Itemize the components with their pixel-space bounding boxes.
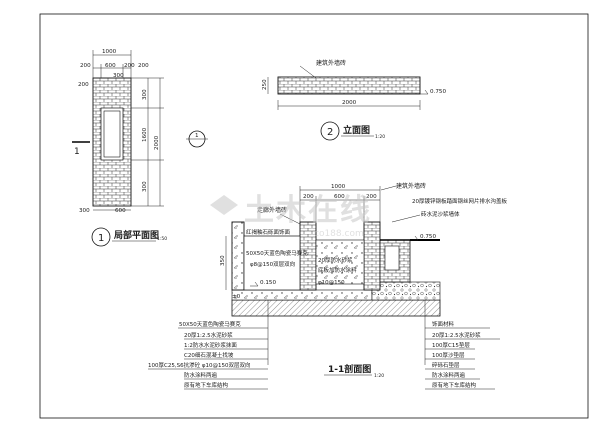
section-scale: 1:20 <box>374 373 384 379</box>
plan-title: 局部平面图 <box>114 229 159 241</box>
section-label-tile-line: 50X50天蓝色陶瓷马赛克 <box>246 249 308 257</box>
section-view: 1000 200 600 200 0.750 0.150 ±0 350 建筑外墙… <box>220 182 507 379</box>
section-label-sealant: 底板加防水涂料 <box>318 266 357 274</box>
section-notes-left: 50X50天蓝色陶瓷马赛克 20厚1:2.5水泥砂浆 1:2防水水泥砂浆抹面 C… <box>148 320 268 390</box>
plan-dim-top-a: 200 <box>80 63 91 69</box>
plan-dim-top-e: 200 <box>138 63 149 69</box>
plan-dim-top-total: 1000 <box>102 49 117 55</box>
note-left-0: 50X50天蓝色陶瓷马赛克 <box>179 320 241 328</box>
section-left-dim: 350 <box>220 255 226 266</box>
drawing-border <box>39 13 589 419</box>
section-dim-total: 1000 <box>331 184 346 190</box>
plan-callout-number: 1 <box>195 133 199 139</box>
plan-dim-bottom-a: 300 <box>79 208 90 214</box>
section-label-corridor-wall: 走廊外墙砖 <box>257 206 287 214</box>
section-label-wall-brick: 建筑外墙砖 <box>396 182 426 190</box>
plan-dim-top-c: 200 <box>124 63 135 69</box>
plan-dim-top-d: 300 <box>113 73 124 79</box>
elevation-scale: 1:20 <box>375 134 385 140</box>
note-left-1: 20厚1:2.5水泥砂浆 <box>184 331 233 339</box>
note-left-5: 防水涂料两遍 <box>184 371 218 379</box>
section-dim-c: 200 <box>366 194 377 200</box>
plan-dim-top-b: 600 <box>105 63 116 69</box>
elevation-wall-label: 建筑外墙砖 <box>316 59 346 67</box>
section-level-left: 0.150 <box>260 280 276 286</box>
plan-index-number: 1 <box>98 233 104 244</box>
section-dim-b: 600 <box>334 194 345 200</box>
note-right-5: 防水涂料两遍 <box>432 371 466 379</box>
note-right-4: 碎砾石垫层 <box>432 361 460 369</box>
section-label-glaze-tile: 红褐釉石砾面饰面 <box>246 228 291 236</box>
elevation-height-dim: 250 <box>262 79 268 90</box>
elevation-title: 立面图 <box>343 124 370 136</box>
section-label-center-rebar: φ10@150 <box>318 280 345 286</box>
plan-section-mark: 1 <box>74 147 80 157</box>
plan-scale: 1:50 <box>157 236 167 242</box>
section-label-mortar-wall: 砖水泥沙浆墙体 <box>421 210 460 218</box>
watermark-text: 土木在线 <box>244 193 372 228</box>
elevation-index-circle <box>320 121 340 141</box>
note-left-4: 100厚C25,S6抗渗砼 φ10@150双层双向 <box>148 361 250 369</box>
plan-dim-right-top: 300 <box>142 89 148 100</box>
elevation-index-number: 2 <box>327 127 333 138</box>
section-dim-a: 200 <box>303 194 314 200</box>
section-level-bottom: ±0 <box>232 294 241 300</box>
plan-dim-right-mid: 1600 <box>142 127 148 142</box>
section-label-waterproof: 20厚防水砂浆 <box>318 256 353 264</box>
plan-dim-left: 200 <box>78 82 89 88</box>
note-right-0: 饰面材料 <box>432 320 455 328</box>
note-left-3: C20细石混凝土找坡 <box>184 351 234 359</box>
watermark-sub: co188.com <box>314 229 364 239</box>
section-label-roof: 20厚镀锌钢板踏面钢丝网片排水沟盖板 <box>412 197 507 205</box>
plan-view: 1000 200 600 200 300 200 300 1600 2000 3… <box>72 49 208 247</box>
note-right-1: 20厚1:2.5水泥砂浆 <box>432 331 481 339</box>
plan-index-circle <box>91 227 111 247</box>
note-right-2: 100厚C15垫层 <box>432 341 470 349</box>
section-level-right: 0.750 <box>420 234 436 240</box>
watermark: 土木在线 co188.com <box>210 193 372 239</box>
plan-dim-right-bottom: 300 <box>142 181 148 192</box>
note-right-3: 100厚沙垫层 <box>432 351 465 359</box>
elevation-view: 建筑外墙砖 250 2000 0.750 2 立面图 1:20 <box>262 59 446 141</box>
elevation-level: 0.750 <box>430 89 446 95</box>
elevation-width-dim: 2000 <box>342 100 357 106</box>
plan-dim-right-total: 2000 <box>154 135 160 150</box>
note-left-2: 1:2防水水泥砂浆抹面 <box>184 341 237 349</box>
note-right-6: 原有地下车库结构 <box>432 381 477 389</box>
section-label-rebar: φ8@150双层双向 <box>250 260 295 268</box>
section-notes-right: 饰面材料 20厚1:2.5水泥砂浆 100厚C15垫层 100厚沙垫层 碎砾石垫… <box>425 320 500 390</box>
note-left-6: 原有地下车库结构 <box>184 381 229 389</box>
section-title: 1-1剖面图 <box>328 363 371 375</box>
plan-dim-bottom-b: 600 <box>115 208 126 214</box>
